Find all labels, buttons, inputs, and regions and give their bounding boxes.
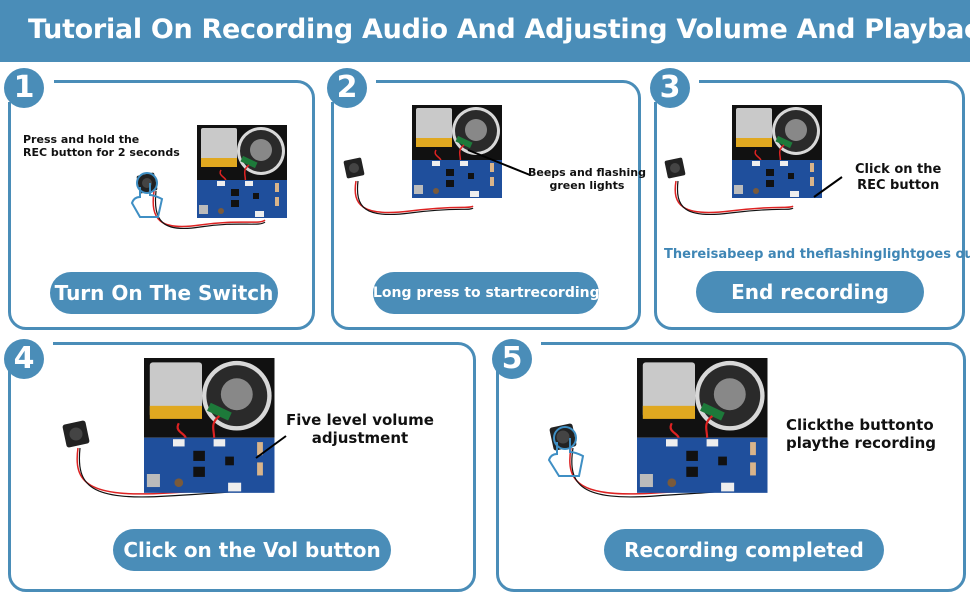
step-5-device-image [547,356,769,498]
step-2-device-image [343,104,531,216]
hand-press-icon [547,426,585,477]
step-1-number: 1 [4,68,44,108]
step-4-number: 4 [4,339,44,379]
long-press-start-recording-button[interactable]: Long press to startrecording [373,272,600,314]
turn-on-switch-button[interactable]: Turn On The Switch [50,272,278,314]
step-4-device-image [62,356,287,498]
step-5-note: Clickthe buttonto playthe recording [786,416,937,452]
step-1-note: Press and hold the REC button for 2 seco… [23,133,180,160]
hand-press-icon [130,172,164,218]
step-3-number: 3 [650,68,690,108]
step-2-number: 2 [327,68,367,108]
page-title: Tutorial On Recording Audio And Adjustin… [28,14,970,45]
step-3-note: Click on the REC button [855,162,942,193]
step-4-note: Five level volume adjustment [286,411,434,447]
step-2-note: Beeps and flashing green lights [528,166,646,193]
recording-completed-button[interactable]: Recording completed [604,529,884,571]
header-banner: Tutorial On Recording Audio And Adjustin… [0,0,970,62]
step-3-device-image [664,104,843,216]
click-vol-button[interactable]: Click on the Vol button [113,529,391,571]
step-5-number: 5 [492,339,532,379]
end-recording-button[interactable]: End recording [696,271,924,313]
step-3-sub-note: Thereisabeep and theflashinglightgoes ou… [664,247,970,262]
step-1-device-image [130,124,288,230]
